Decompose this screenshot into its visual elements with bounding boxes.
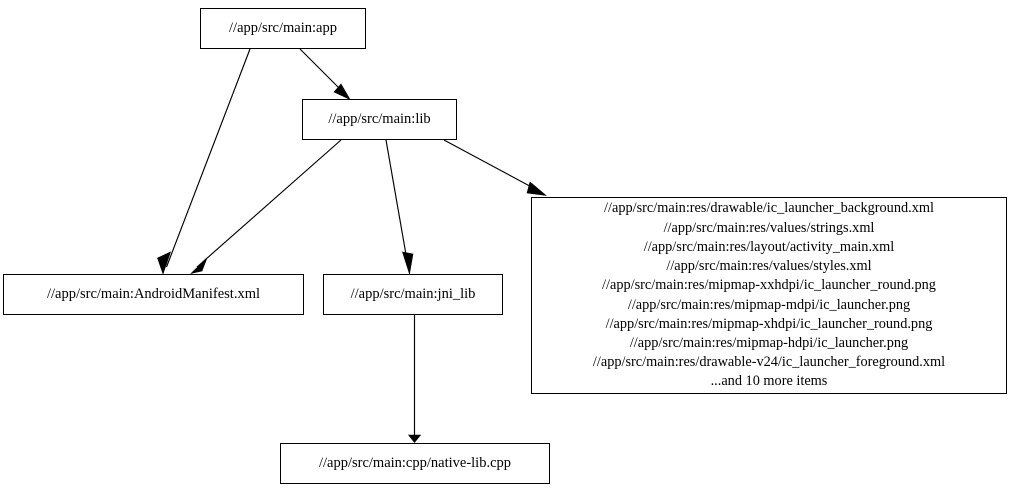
edge-jni-lib-to-native-lib: [407, 315, 422, 443]
node-app[interactable]: //app/src/main:app: [200, 8, 366, 49]
node-resources[interactable]: //app/src/main:res/drawable/ic_launcher_…: [531, 197, 1007, 394]
node-lib-label: //app/src/main:lib: [328, 111, 431, 127]
edge-app-to-manifest: [157, 48, 251, 275]
node-android-manifest[interactable]: //app/src/main:AndroidManifest.xml: [3, 274, 304, 315]
node-jni-lib-label: //app/src/main:jni_lib: [350, 286, 476, 302]
node-lib[interactable]: //app/src/main:lib: [302, 99, 457, 140]
node-native-lib-cpp[interactable]: //app/src/main:cpp/native-lib.cpp: [280, 443, 550, 484]
node-resources-label: //app/src/main:res/drawable/ic_launcher_…: [592, 200, 946, 390]
edge-lib-to-resources: [443, 139, 547, 196]
node-app-label: //app/src/main:app: [229, 20, 337, 36]
edge-lib-to-manifest: [190, 139, 342, 275]
edge-lib-to-jni-lib: [385, 139, 414, 275]
node-android-manifest-label: //app/src/main:AndroidManifest.xml: [46, 286, 261, 302]
edge-app-to-lib: [299, 48, 351, 101]
node-jni-lib[interactable]: //app/src/main:jni_lib: [323, 274, 503, 315]
node-native-lib-cpp-label: //app/src/main:cpp/native-lib.cpp: [318, 455, 512, 471]
